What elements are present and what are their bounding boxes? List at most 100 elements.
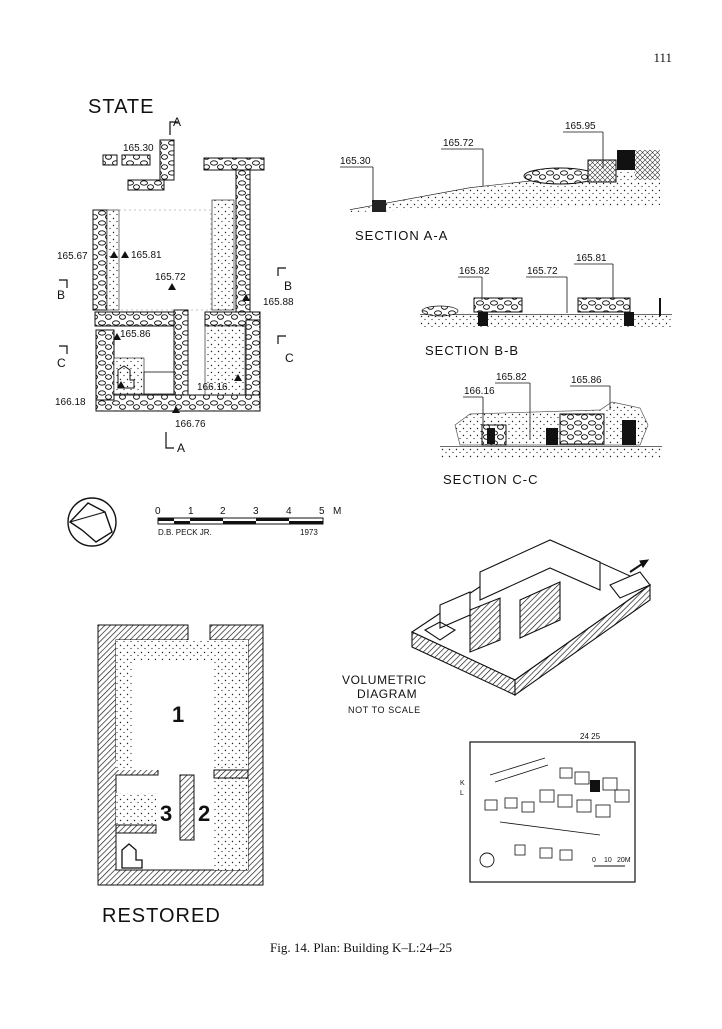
rubble-stones [577,297,631,313]
section-a-a-title: SECTION A-A [355,228,448,243]
volumetric-diagram [410,539,652,697]
north-arrow [67,497,117,547]
main-room-floor [118,209,212,311]
room-2-label: 2 [198,801,210,826]
elevation-label: 165.72 [527,266,558,277]
elevation-label: 165.72 [155,272,186,283]
right-wall [235,169,251,316]
elevation-label: 166.16 [197,382,228,393]
iso-altar [423,621,457,641]
wall-block [617,150,635,170]
elevation-label: 166.16 [464,386,495,397]
scale-tick: 2 [220,506,226,517]
wall-stub [372,200,386,212]
marker-b-left-label: B [57,288,65,302]
section-marker-c-right [277,335,286,344]
elevation-point [121,251,129,258]
building-marker [590,780,600,792]
elevation-label: 166.18 [55,397,86,408]
scale-bar: 0 1 2 3 4 5 M D.B. PECK JR. 1973 [155,506,341,537]
iso-back-wall [479,539,601,601]
key-map-frame [469,741,636,883]
key-map-side-label: L [460,790,464,797]
elevation-label: 165.82 [496,372,527,383]
volumetric-label: VOLUMETRIC DIAGRAM NOT TO SCALE [342,673,427,715]
elevation-label: 165.88 [263,297,294,308]
key-map-scale-tick: 0 [592,857,596,864]
wall-stub [478,312,488,326]
left-lower-wall [95,329,115,401]
elevation-label: 165.81 [131,250,162,261]
scale-unit: M [333,506,341,517]
section-b-b: 165.82 165.72 165.81 SECTION B-B [420,253,672,358]
wall-stub [546,428,558,445]
section-marker-b-left [59,279,68,288]
restored-title: RESTORED [102,905,221,927]
right-lower-wall [245,319,261,401]
elevation-label: 165.81 [576,253,607,264]
key-map-side-label: K [460,780,465,787]
elevation-point [110,251,118,258]
key-map-scale-tick: 10 [604,857,612,864]
elevation-point [172,406,180,413]
section-c-c: 166.16 165.82 165.86 SECTION C-C [440,372,662,487]
volumetric-title-2: DIAGRAM [357,687,417,701]
section-b-b-title: SECTION B-B [425,343,519,358]
elevation-label: 165.86 [120,329,151,340]
stone-bench [559,413,605,445]
state-title: STATE [88,96,154,118]
room-3-label: 3 [160,801,172,826]
scale-author: D.B. PECK JR. [158,528,212,537]
scale-tick: 0 [155,506,161,517]
scale-tick: 4 [286,506,292,517]
rubble-pile [523,167,597,185]
elevation-label: 165.30 [340,156,371,167]
marker-a-bottom-label: A [177,441,185,455]
marker-c-right-label: C [285,351,294,365]
volumetric-title-1: VOLUMETRIC [342,673,427,687]
marker-b-right-label: B [284,279,292,293]
stone-fragment [102,154,118,166]
rubble-stones [473,297,523,313]
marker-a-top-label: A [173,115,181,129]
wall-stub [622,420,636,445]
top-right-wall [203,157,265,171]
elevation-label: 165.95 [565,121,596,132]
scale-tick: 5 [319,506,325,517]
section-a-a: 165.30 165.72 165.95 SECTION A-A [340,121,660,243]
volumetric-scale-note: NOT TO SCALE [348,705,421,715]
state-plan: STATE A 165.30 [55,96,294,455]
restored-altar-figure [121,843,143,869]
section-marker-a-bottom [165,432,174,449]
elevation-label: 166.76 [175,419,206,430]
key-map-north-icon [479,852,495,868]
elevation-point [242,294,250,301]
restored-plan: 1 2 3 RESTORED [97,624,264,927]
wall-stub [624,312,634,326]
section-marker-c-left [59,345,68,354]
key-map-scale-tick: 20M [617,857,631,864]
wall-stub [487,428,495,444]
stone-fragment [127,179,165,191]
bottom-wall [95,394,261,412]
scale-year: 1973 [300,528,318,537]
room-1-floor [132,660,214,770]
section-c-c-title: SECTION C-C [443,472,539,487]
section-marker-a-top [169,121,178,135]
key-map-grid-label: 24 25 [580,732,601,741]
elevation-label: 165.67 [57,251,88,262]
elevation-label: 165.82 [459,266,490,277]
left-wall [92,209,108,311]
elevation-point [117,381,125,388]
section-marker-b-right [277,267,286,276]
elevation-point [113,333,121,340]
figure-caption: Fig. 14. Plan: Building K–L:24–25 [269,940,452,955]
key-map: 24 25 K L 0 10 20M [460,732,636,883]
marker-c-left-label: C [57,356,66,370]
elevation-label: 165.30 [123,143,154,154]
elevation-label: 165.72 [443,138,474,149]
scale-tick: 1 [188,506,194,517]
page-number: 111 [653,50,672,65]
